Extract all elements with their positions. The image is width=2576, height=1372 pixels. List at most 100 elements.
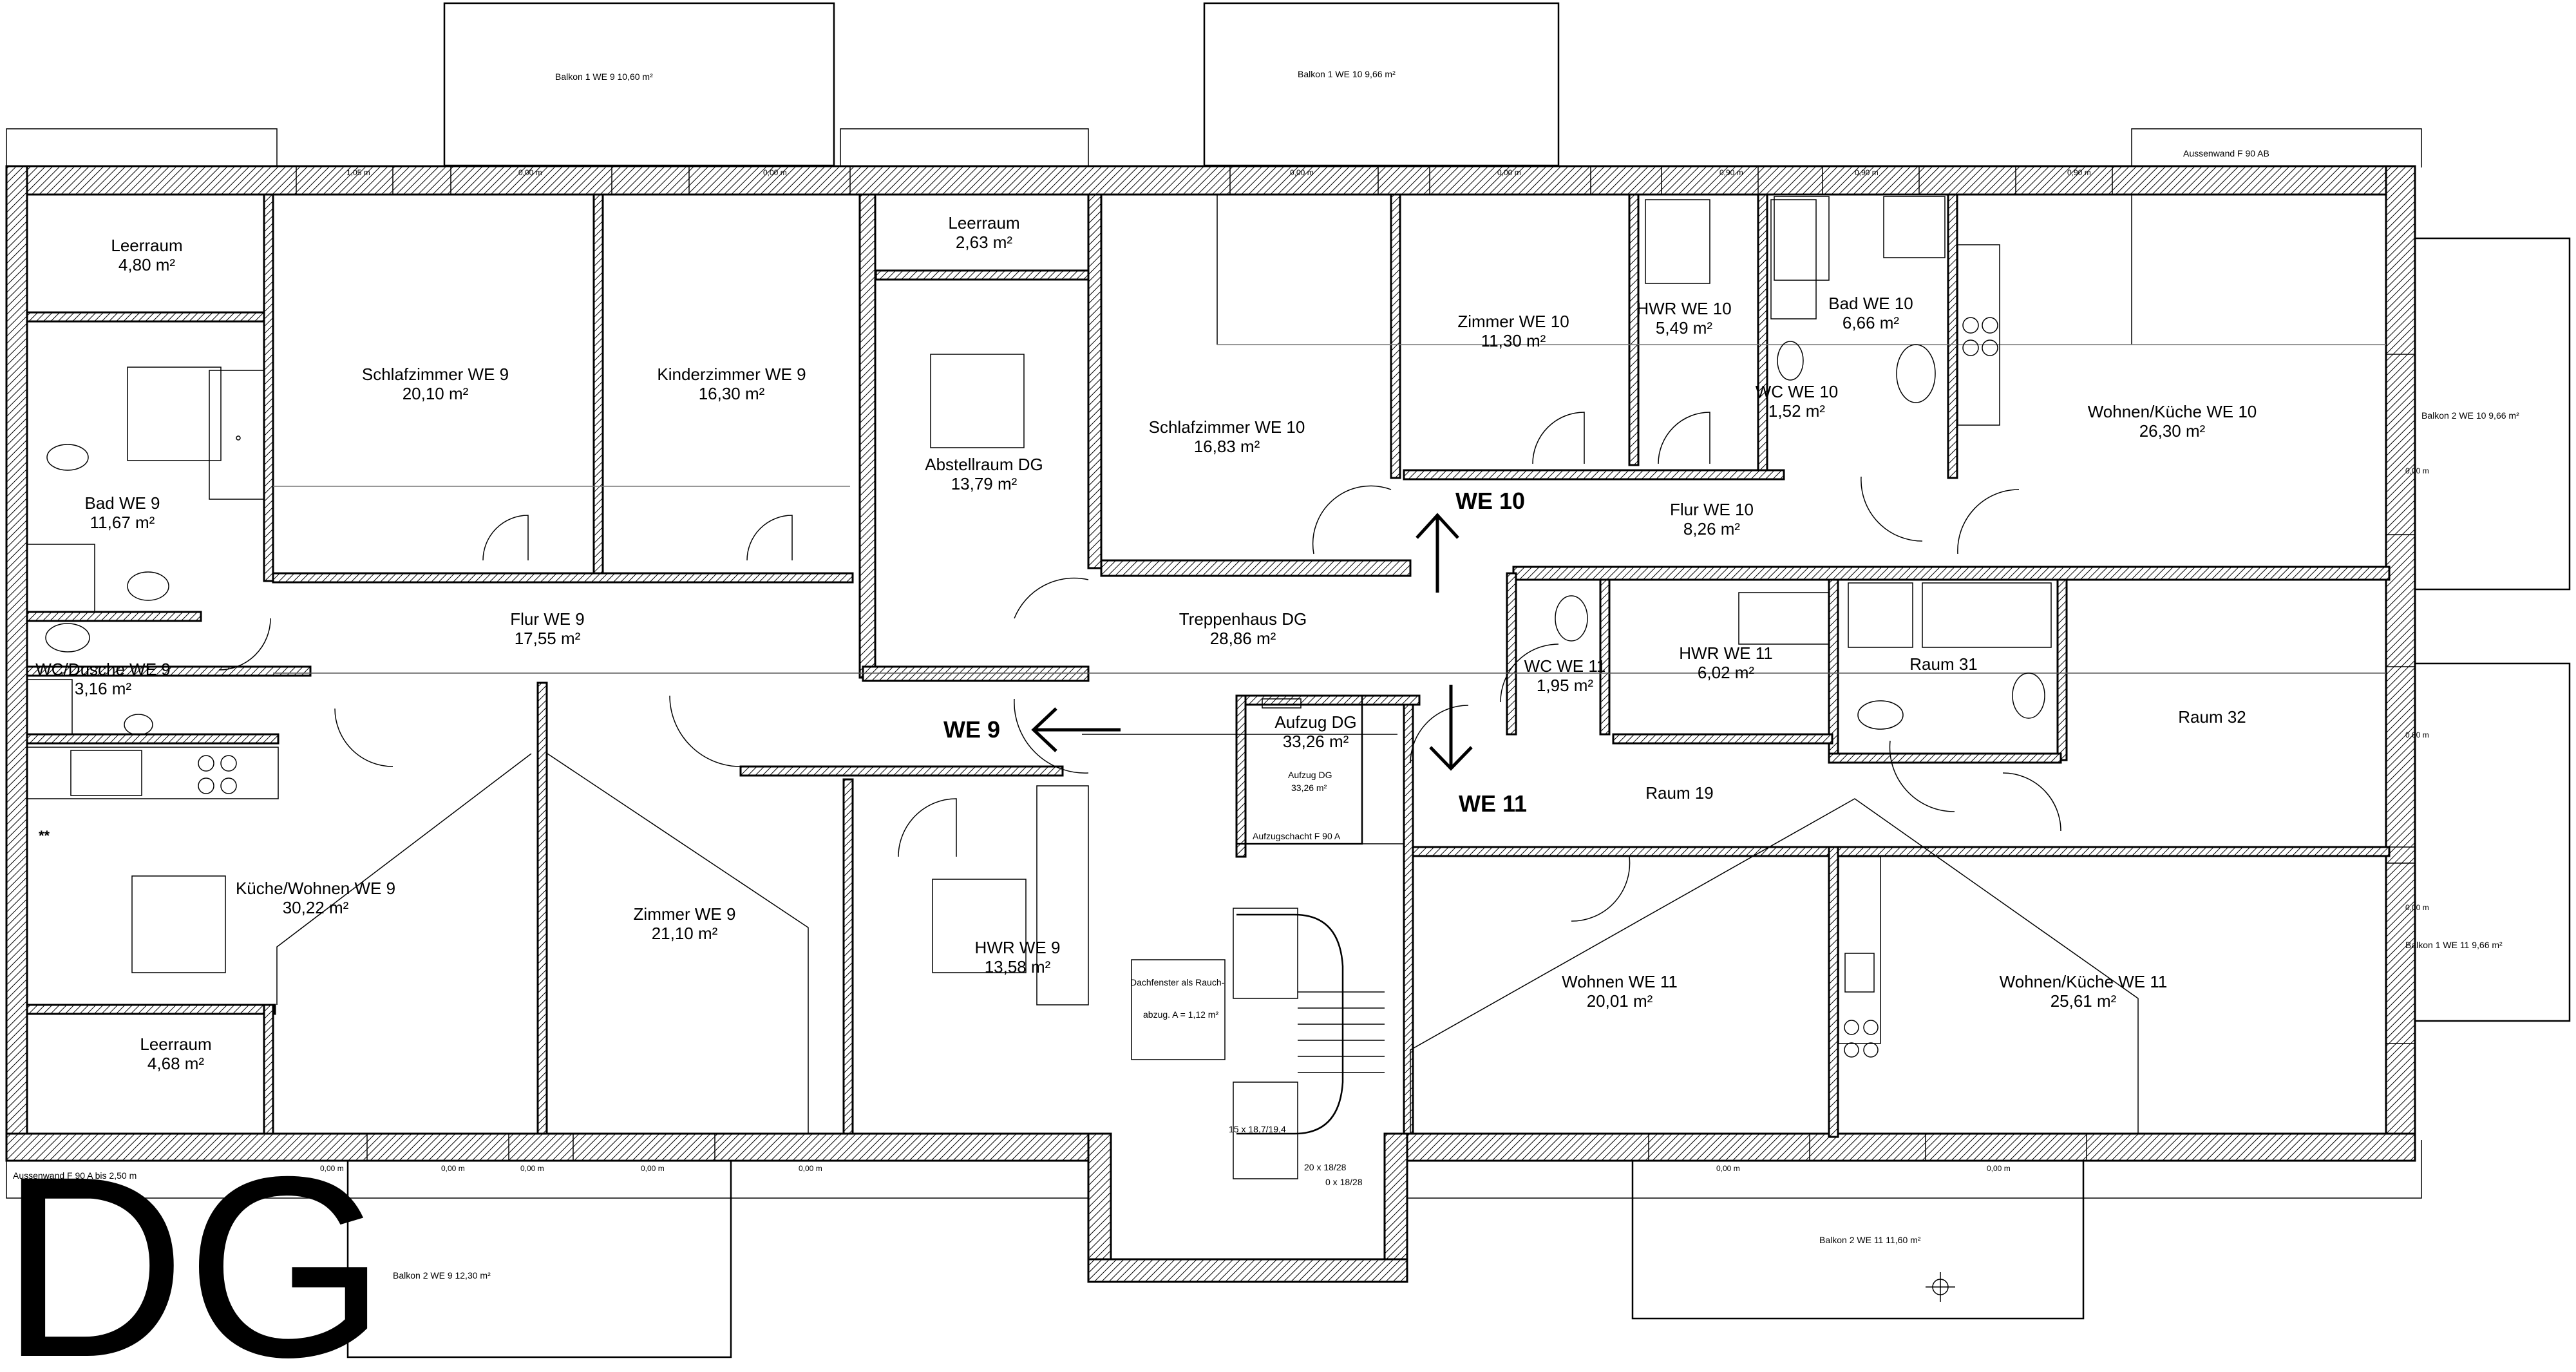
- svg-text:Treppenhaus DG: Treppenhaus DG: [1179, 609, 1307, 629]
- svg-text:HWR WE 10: HWR WE 10: [1636, 299, 1731, 318]
- fixtures: [26, 196, 2052, 1058]
- svg-text:HWR WE 11: HWR WE 11: [1679, 643, 1772, 663]
- svg-text:0,00 m: 0,00 m: [2405, 466, 2429, 475]
- svg-text:Flur WE 10: Flur WE 10: [1670, 500, 1754, 519]
- svg-text:Raum 19: Raum 19: [1645, 783, 1714, 803]
- svg-text:Bad WE 9: Bad WE 9: [84, 493, 160, 513]
- svg-text:0,00 m: 0,00 m: [520, 1164, 544, 1173]
- svg-text:16,30 m²: 16,30 m²: [699, 384, 765, 403]
- svg-text:Wohnen/Küche WE 10: Wohnen/Küche WE 10: [2088, 402, 2257, 421]
- dachfenster-line-1: Dachfenster als Rauch-: [1130, 977, 1225, 987]
- svg-text:33,26 m²: 33,26 m²: [1283, 732, 1349, 751]
- svg-text:5,49 m²: 5,49 m²: [1656, 318, 1712, 338]
- svg-text:0,00 m: 0,00 m: [799, 1164, 822, 1173]
- room-label: Flur WE 917,55 m²: [510, 609, 585, 648]
- balcony-label-3: Balkon 2 WE 10 9,66 m²: [2421, 410, 2519, 421]
- stair-label-1: 15 x 18,7/19,4: [1229, 1124, 1286, 1134]
- room-label: HWR WE 116,02 m²: [1679, 643, 1772, 682]
- svg-text:16,83 m²: 16,83 m²: [1194, 437, 1260, 456]
- svg-text:28,86 m²: 28,86 m²: [1210, 629, 1276, 648]
- window-marks: 1,05 m 0,00 m 0,00 m 0,00 m 0,00 m 0,90 …: [320, 168, 2429, 1173]
- stair-label-3: 0 x 18/28: [1325, 1177, 1363, 1187]
- crosshair-icon: [1926, 1272, 1955, 1302]
- svg-text:Raum 32: Raum 32: [2178, 707, 2246, 727]
- svg-text:Schlafzimmer WE 10: Schlafzimmer WE 10: [1149, 417, 1305, 437]
- svg-text:0,00 m: 0,00 m: [2405, 903, 2429, 912]
- svg-text:Schlafzimmer WE 9: Schlafzimmer WE 9: [362, 365, 509, 384]
- svg-text:Leerraum: Leerraum: [140, 1034, 211, 1054]
- svg-text:1,52 m²: 1,52 m²: [1768, 401, 1825, 421]
- room-label: HWR WE 913,58 m²: [975, 938, 1061, 977]
- dachfenster-line-2: abzug. A = 1,12 m²: [1143, 1009, 1218, 1020]
- balcony-label-5: Balkon 2 WE 9 12,30 m²: [393, 1270, 491, 1281]
- room-label: WC WE 111,95 m²: [1524, 656, 1606, 695]
- svg-text:13,79 m²: 13,79 m²: [951, 474, 1018, 493]
- svg-text:Abstellraum DG: Abstellraum DG: [925, 455, 1043, 474]
- svg-text:25,61 m²: 25,61 m²: [2050, 991, 2117, 1011]
- windows-top: [296, 166, 2416, 1161]
- svg-text:17,55 m²: 17,55 m²: [515, 629, 581, 648]
- svg-text:0,00 m: 0,00 m: [1716, 1164, 1740, 1173]
- svg-text:21,10 m²: 21,10 m²: [652, 924, 718, 943]
- svg-text:0,00 m: 0,00 m: [518, 168, 542, 177]
- aufzugschacht-label: Aufzugschacht F 90 A: [1253, 831, 1341, 841]
- room-label: Raum 19: [1645, 783, 1714, 803]
- svg-text:0,00 m: 0,00 m: [1290, 168, 1314, 177]
- arrow-down-icon: [1429, 685, 1473, 771]
- balcony-label-4: Balkon 1 WE 11 9,66 m²: [2405, 940, 2503, 950]
- svg-text:6,66 m²: 6,66 m²: [1842, 313, 1899, 332]
- stair: [1131, 694, 1404, 1179]
- balcony-label-1: Balkon 1 WE 9 10,60 m²: [555, 71, 653, 82]
- svg-text:Wohnen WE 11: Wohnen WE 11: [1562, 972, 1678, 991]
- room-label: Bad WE 911,67 m²: [84, 493, 160, 532]
- aussenwand-bottom: Aussenwand F 90 A bis 2,50 m: [13, 1170, 137, 1181]
- room-label: Kinderzimmer WE 916,30 m²: [657, 365, 806, 403]
- room-label: Raum 32: [2178, 707, 2246, 727]
- svg-text:8,26 m²: 8,26 m²: [1683, 519, 1740, 538]
- room-label: WC/Dusche WE 93,16 m²: [35, 660, 171, 698]
- svg-text:Bad WE 10: Bad WE 10: [1828, 294, 1913, 313]
- unit-label-we10: WE 10: [1455, 488, 1525, 514]
- room-label: Flur WE 108,26 m²: [1670, 500, 1754, 538]
- svg-text:WC WE 11: WC WE 11: [1524, 656, 1606, 676]
- exterior-walls: [5, 165, 2416, 1283]
- balconies: Balkon 1 WE 9 10,60 m² Balkon 1 WE 10 9,…: [346, 2, 2571, 1358]
- svg-text:0,00 m: 0,00 m: [763, 168, 787, 177]
- svg-text:20,01 m²: 20,01 m²: [1587, 991, 1653, 1011]
- svg-text:Wohnen/Küche WE 11: Wohnen/Küche WE 11: [2000, 972, 2168, 991]
- room-label: Küche/Wohnen WE 930,22 m²: [236, 879, 395, 917]
- door-swings: [218, 412, 2061, 922]
- svg-text:13,58 m²: 13,58 m²: [985, 957, 1051, 977]
- svg-text:Leerraum: Leerraum: [111, 236, 182, 255]
- unit-label-we9: WE 9: [943, 716, 1000, 743]
- arrow-left-icon: [1031, 707, 1121, 752]
- svg-text:0,90 m: 0,90 m: [1855, 168, 1879, 177]
- svg-text:Zimmer WE 9: Zimmer WE 9: [634, 904, 736, 924]
- svg-text:Raum 31: Raum 31: [1909, 654, 1978, 674]
- svg-text:Flur WE 9: Flur WE 9: [510, 609, 585, 629]
- svg-text:30,22 m²: 30,22 m²: [283, 898, 349, 917]
- svg-text:HWR WE 9: HWR WE 9: [975, 938, 1061, 957]
- room-label: Zimmer WE 921,10 m²: [634, 904, 736, 943]
- room-label: Schlafzimmer WE 920,10 m²: [362, 365, 509, 403]
- star-mark: **: [39, 828, 50, 844]
- svg-text:0,00 m: 0,00 m: [1987, 1164, 2011, 1173]
- room-label: HWR WE 105,49 m²: [1636, 299, 1731, 338]
- svg-text:Küche/Wohnen WE 9: Küche/Wohnen WE 9: [236, 879, 395, 898]
- svg-text:Zimmer WE 10: Zimmer WE 10: [1457, 312, 1569, 331]
- svg-text:0,00 m: 0,00 m: [641, 1164, 665, 1173]
- svg-text:2,63 m²: 2,63 m²: [956, 233, 1012, 252]
- aussenwand-top: Aussenwand F 90 AB: [2183, 148, 2269, 158]
- svg-text:0,00 m: 0,00 m: [2405, 730, 2429, 739]
- svg-text:6,02 m²: 6,02 m²: [1698, 663, 1754, 682]
- svg-text:Aufzug DG: Aufzug DG: [1274, 712, 1356, 732]
- aufzug-small-label: Aufzug DG: [1288, 770, 1332, 780]
- svg-text:11,30 m²: 11,30 m²: [1481, 331, 1546, 350]
